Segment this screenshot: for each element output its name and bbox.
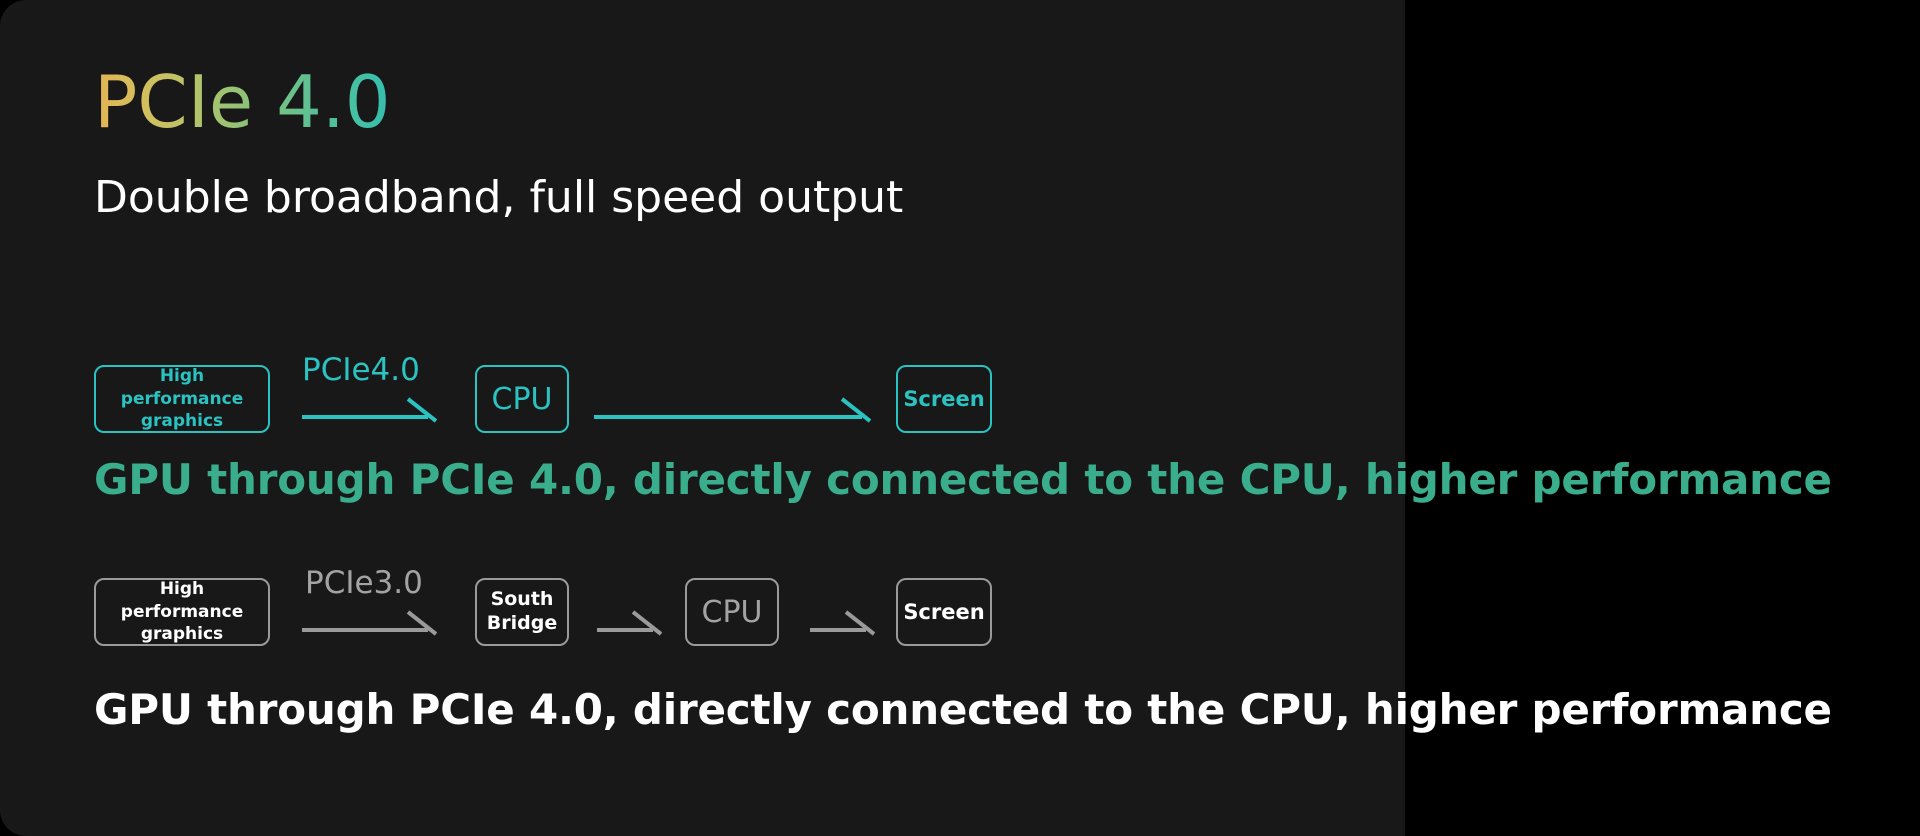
node-screen-pcie4[interactable]: Screen [896, 365, 992, 433]
page-subtitle: Double broadband, full speed output [94, 172, 904, 223]
link-label-pcie4: PCIe4.0 [302, 352, 420, 388]
node-screen-pcie3-label: Screen [903, 600, 985, 624]
node-screen-pcie3[interactable]: Screen [896, 578, 992, 646]
node-gpu-pcie4-label: High performance graphics [120, 365, 244, 432]
node-screen-pcie4-label: Screen [903, 387, 985, 411]
node-south-bridge-label: South Bridge [486, 588, 558, 634]
node-gpu-pcie3-label: High performance graphics [120, 578, 244, 645]
node-gpu-pcie3[interactable]: High performance graphics [94, 578, 270, 646]
arrow-gpu-to-south-bridge-icon [302, 610, 438, 636]
node-gpu-pcie4[interactable]: High performance graphics [94, 365, 270, 433]
caption-pcie4: GPU through PCIe 4.0, directly connected… [94, 455, 1832, 504]
arrow-cpu-to-screen-pcie3-icon [810, 610, 876, 636]
node-cpu-pcie4[interactable]: CPU [475, 365, 569, 433]
node-cpu-pcie3[interactable]: CPU [685, 578, 779, 646]
caption-pcie3: GPU through PCIe 4.0, directly connected… [94, 685, 1832, 734]
arrow-cpu-to-screen-icon [594, 397, 872, 423]
node-cpu-pcie4-label: CPU [491, 381, 553, 417]
arrow-south-bridge-to-cpu-icon [597, 610, 663, 636]
node-cpu-pcie3-label: CPU [701, 594, 763, 630]
link-label-pcie3: PCIe3.0 [305, 565, 423, 601]
page-title: PCIe 4.0 [94, 60, 391, 144]
node-south-bridge[interactable]: South Bridge [475, 578, 569, 646]
arrow-gpu-to-cpu-icon [302, 397, 438, 423]
